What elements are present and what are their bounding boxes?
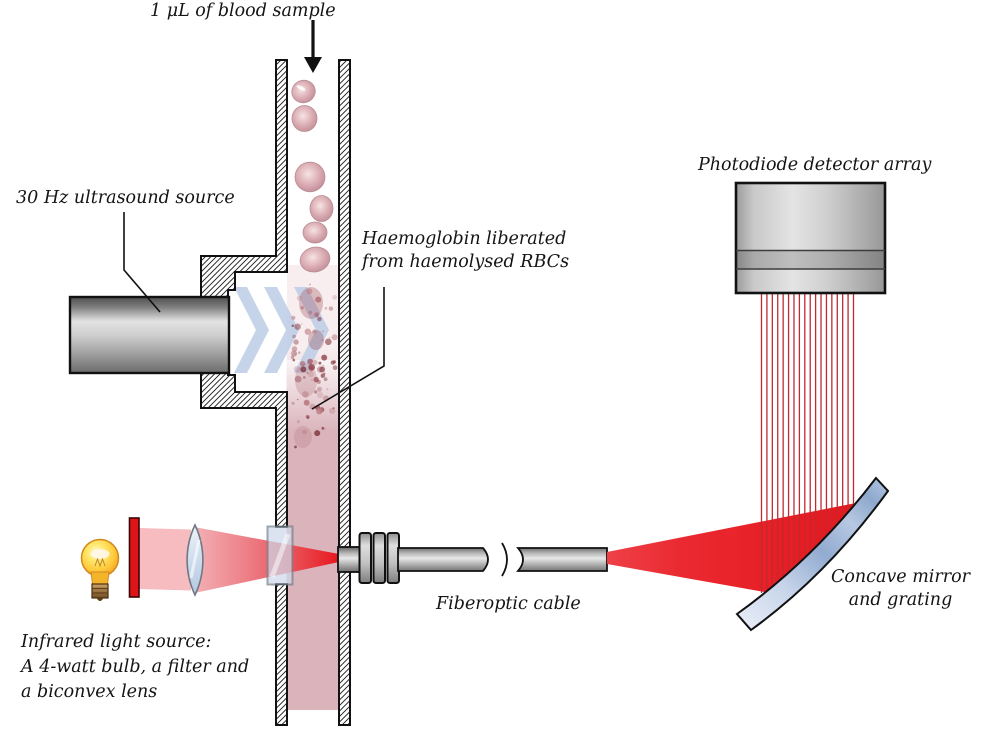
haemoglobin-label: Haemoglobin liberated from haemolysed RB… [362, 228, 569, 274]
sample-drop-arrow-icon [304, 20, 322, 73]
haemoglobin-label-line2: from haemolysed RBCs [362, 252, 570, 272]
optical-window [266, 525, 294, 586]
biconvex-lens-icon [186, 523, 204, 597]
photodiode-array-box [734, 181, 887, 295]
haemoglobin-leader-line [311, 287, 385, 410]
fiberoptic-cable-label: Fiberoptic cable [436, 594, 581, 614]
channel-wall-left-and-bracket [200, 59, 288, 528]
haemolysed-debris [290, 283, 338, 449]
infrared-source-label-line1: Infrared light source: [21, 632, 212, 652]
fiberoptic-cable [397, 542, 608, 577]
concave-mirror-label-line1: Concave mirror [830, 567, 971, 587]
ultrasound-waves [234, 287, 329, 373]
concave-mirror-label: Concave mirror and grating [818, 566, 983, 612]
infrared-source-label-line3: a biconvex lens [21, 682, 158, 702]
beam-fiber-to-mirror [607, 502, 861, 593]
blood-sample-label: 1 μL of blood sample [150, 1, 336, 21]
spectrum-lines [760, 293, 855, 593]
red-filter [128, 517, 140, 598]
rbc-cells [291, 79, 334, 273]
infrared-beam-filter-to-lens [139, 528, 191, 591]
fiberoptic-connector [337, 532, 400, 584]
concave-mirror-label-line2: and grating [848, 590, 953, 610]
photodiode-array-label: Photodiode detector array [698, 155, 932, 175]
channel-wall-left-lower [275, 583, 288, 726]
ultrasound-leader-line [123, 212, 161, 313]
haemoglobin-label-line1: Haemoglobin liberated [362, 229, 567, 249]
concave-mirror [735, 476, 890, 632]
infrared-source-label-line2: A 4-watt bulb, a filter and [21, 657, 250, 677]
infrared-source-label: Infrared light source: A 4-watt bulb, a … [21, 630, 249, 705]
light-bulb-icon [80, 538, 120, 601]
ultrasound-source-label: 30 Hz ultrasound source [16, 188, 235, 208]
ultrasound-transducer [68, 295, 231, 375]
